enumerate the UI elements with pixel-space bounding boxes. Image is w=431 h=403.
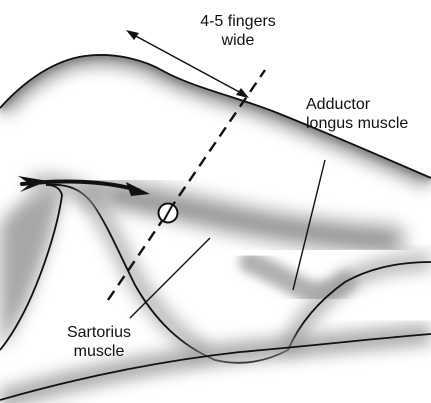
width-note-line-2: wide [183, 31, 293, 50]
sartorius-label: Sartorius muscle [44, 323, 154, 361]
sartorius-line-2: muscle [44, 342, 154, 361]
sartorius-shading [95, 190, 390, 240]
width-note-label: 4-5 fingers wide [183, 12, 293, 50]
adductor-line-2: longus muscle [306, 114, 408, 133]
width-note-line-1: 4-5 fingers [183, 12, 293, 31]
sartorius-line-1: Sartorius [44, 323, 154, 342]
circle-with-slash-icon [159, 204, 178, 223]
adductor-line-1: Adductor [306, 95, 408, 114]
adductor-label: Adductor longus muscle [306, 95, 408, 133]
